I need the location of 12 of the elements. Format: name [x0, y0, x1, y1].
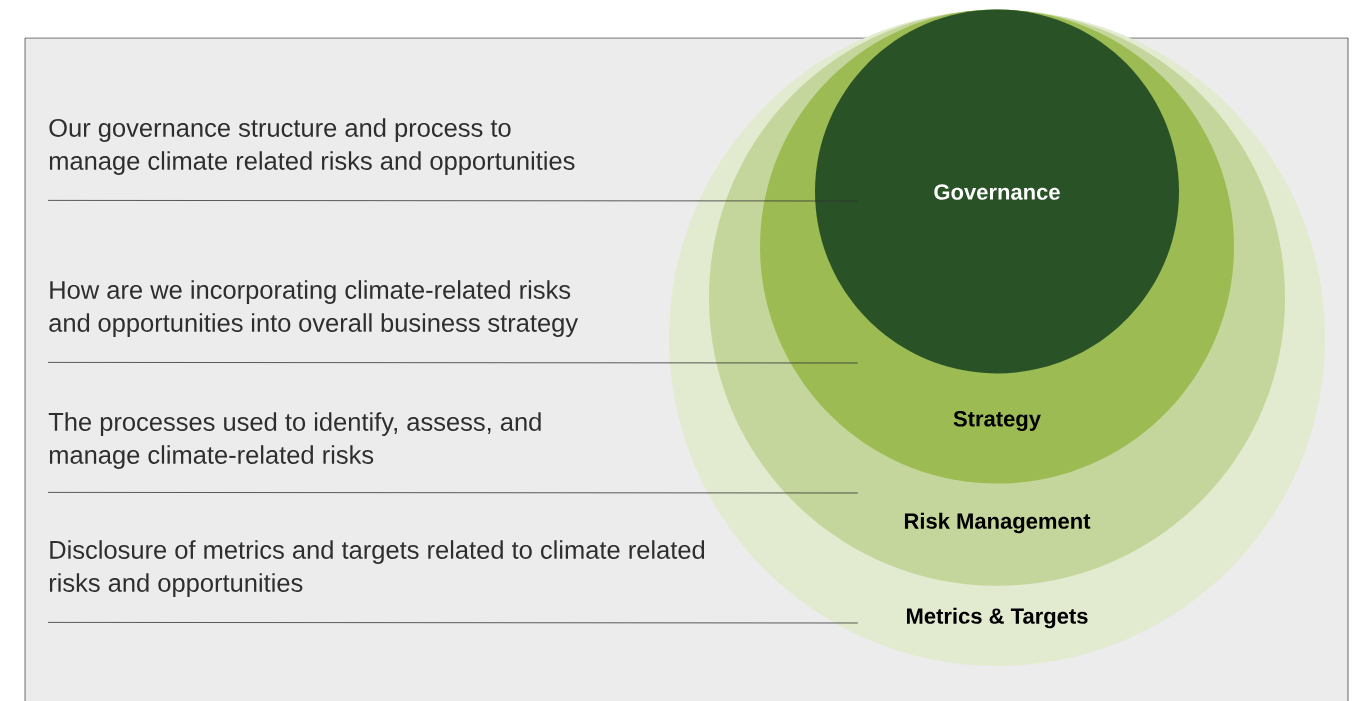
description-text: How are we incorporating climate-related risks and opportunities into overall business strategy [49, 280, 579, 337]
circle-label: Governance [934, 184, 1060, 200]
description-text: Our governance structure and process to manage climate related risks and opportunities [49, 118, 575, 175]
circle-label: Risk Management [904, 512, 1091, 534]
circle-label: Strategy [953, 411, 1041, 431]
description-text: Disclosure of metrics and targets related to climate related risks and opportunities [49, 540, 705, 597]
leader-line [47, 362, 859, 364]
leader-line [47, 492, 859, 494]
description-text: The processes used to identify, assess, and manage climate-related risks [48, 412, 541, 469]
leader-line [47, 200, 859, 202]
circle-label: Metrics & Targets [907, 607, 1088, 629]
leader-line [47, 622, 859, 624]
